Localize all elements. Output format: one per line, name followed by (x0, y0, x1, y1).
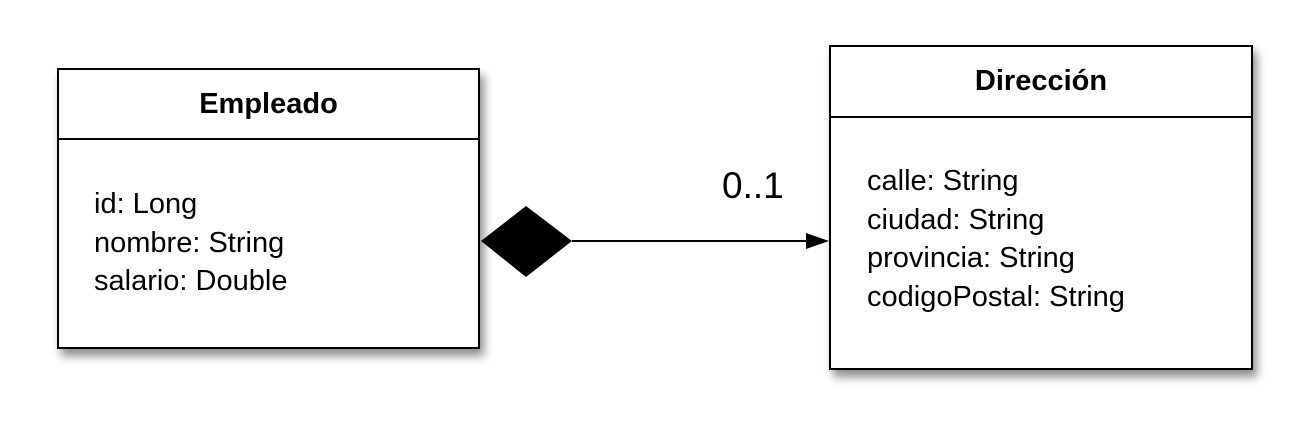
attribute-list: id: Long nombre: String salario: Double (59, 140, 478, 301)
attribute: id: Long (94, 188, 198, 220)
class-empleado[interactable]: Empleado id: Long nombre: String salario… (57, 68, 480, 349)
attribute: codigoPostal: String (867, 280, 1125, 313)
navigability-arrowhead-icon (806, 233, 829, 249)
attribute: provincia: String (867, 242, 1075, 274)
attribute-list: calle: String ciudad: String provincia: … (831, 118, 1251, 316)
attribute: ciudad: String (867, 203, 1045, 236)
attribute: calle: String (867, 165, 1019, 197)
attribute: nombre: String (94, 226, 285, 259)
class-direccion[interactable]: Dirección calle: String ciudad: String p… (829, 45, 1253, 370)
class-name: Dirección (831, 47, 1251, 118)
class-name: Empleado (59, 70, 478, 140)
target-multiplicity-label: 0..1 (722, 165, 784, 206)
attribute: salario: Double (94, 265, 288, 297)
composition-diamond-icon (481, 206, 572, 277)
